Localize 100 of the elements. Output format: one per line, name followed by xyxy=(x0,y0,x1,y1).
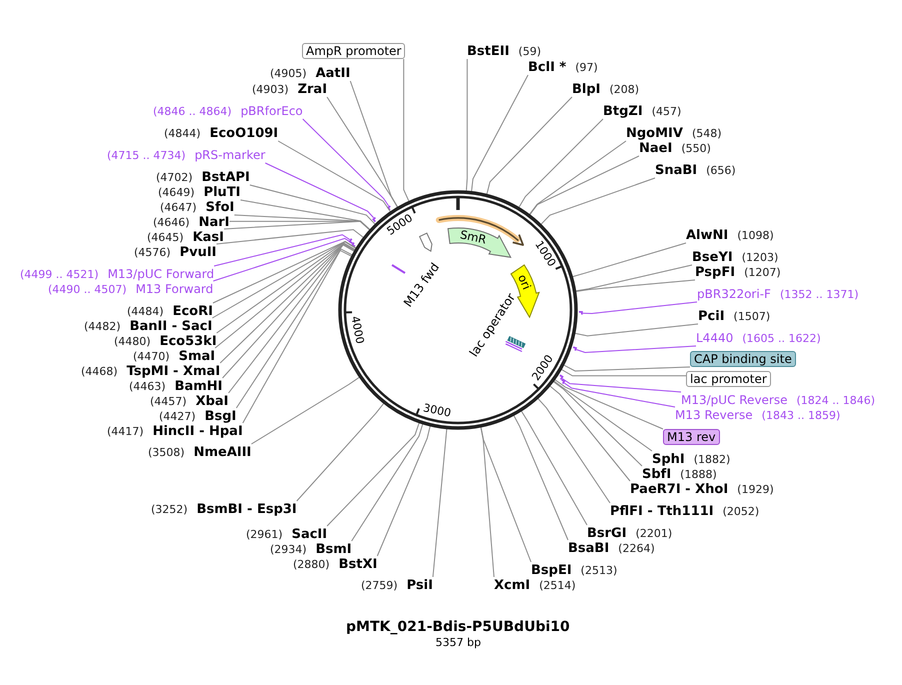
tick-mark-icon xyxy=(559,374,564,380)
site-coordinates: (4499 .. 4521) xyxy=(20,268,99,281)
feature-name: ori xyxy=(514,272,534,292)
enzyme-name: PluTI xyxy=(204,185,241,200)
site-coordinates: (4427) xyxy=(159,410,196,423)
enzyme-name: PsiI xyxy=(406,578,433,593)
leader-line xyxy=(296,403,384,502)
leader-line xyxy=(576,280,696,292)
leader-line xyxy=(564,364,690,372)
enzyme-name: PaeR7I - XhoI xyxy=(630,482,728,497)
leader-line xyxy=(278,140,391,212)
enzyme-name: BtgZI xyxy=(603,104,643,119)
leader-line xyxy=(576,346,696,354)
leader-line xyxy=(513,415,568,540)
site-coordinates: (1203) xyxy=(742,251,778,264)
site-coordinates: (1888) xyxy=(680,468,717,481)
leader-line xyxy=(250,376,360,444)
tick-mark-icon xyxy=(352,242,356,248)
enzyme-name: PciI xyxy=(698,309,725,324)
enzyme-name: SacII xyxy=(292,527,328,542)
site-coordinates: (4647) xyxy=(160,201,197,214)
enzyme-name: NgoMIV xyxy=(626,126,683,141)
leader-line xyxy=(554,379,664,430)
leader-line xyxy=(216,229,364,244)
leader-line xyxy=(466,58,468,192)
leader-line xyxy=(550,386,630,482)
site-coordinates: (1882) xyxy=(694,453,730,466)
leader-line xyxy=(574,324,698,336)
leader-line xyxy=(540,178,656,225)
leader-line xyxy=(521,410,588,526)
site-coordinates: (656) xyxy=(706,164,736,177)
primer-name: M13/pUC Reverse xyxy=(681,393,788,407)
leader-line xyxy=(572,242,686,278)
enzyme-name: BclI * xyxy=(528,60,566,75)
enzyme-name: BstAPI xyxy=(202,170,250,185)
enzyme-name: ZraI xyxy=(298,82,328,97)
primer-name: M13/pUC Forward xyxy=(108,267,214,281)
tick-mark-icon xyxy=(387,205,391,211)
site-coordinates: (4490 .. 4507) xyxy=(48,283,127,296)
site-coordinates: (208) xyxy=(610,83,640,96)
site-coordinates: (59) xyxy=(518,45,542,58)
site-coordinates: (3508) xyxy=(148,446,185,459)
enzyme-name: NmeAIII xyxy=(194,445,252,460)
enzyme-name: AatII xyxy=(316,66,350,81)
enzyme-name: SfoI xyxy=(206,200,234,215)
site-coordinates: (3252) xyxy=(151,503,188,516)
enzyme-name: BamHI xyxy=(174,379,223,394)
leader-line xyxy=(582,302,698,314)
enzyme-name: PflFI - Tth111I xyxy=(610,504,714,519)
leader-line xyxy=(249,184,376,225)
enzyme-name: NarI xyxy=(198,215,230,230)
leader-line xyxy=(538,398,610,504)
site-coordinates: (4463) xyxy=(129,380,166,393)
enzyme-name: NaeI xyxy=(639,141,672,156)
enzyme-name: EcoO109I xyxy=(210,126,278,141)
tick-mark-icon xyxy=(572,346,577,351)
site-coordinates: (4470) xyxy=(133,350,170,363)
site-coordinates: (2052) xyxy=(722,505,760,518)
leader-line xyxy=(326,96,398,208)
site-coordinates: (2513) xyxy=(580,564,618,577)
site-coordinates: (4645) xyxy=(147,231,184,244)
map-title: pMTK_021-Bdis-P5UBdUbi10 xyxy=(346,619,570,635)
leader-line xyxy=(234,214,370,230)
leader-line xyxy=(564,382,676,408)
enzyme-name: TspMI - XmaI xyxy=(126,364,220,379)
enzyme-name: BstXI xyxy=(338,557,378,572)
enzyme-name: BstEII xyxy=(467,44,510,59)
enzyme-name: BsrGI xyxy=(587,526,627,541)
site-coordinates: (1843 .. 1859) xyxy=(762,409,840,422)
map-caption: 5357 bp xyxy=(436,636,481,649)
enzyme-name: SphI xyxy=(652,452,685,467)
site-coordinates: (550) xyxy=(681,142,711,155)
enzyme-name: BsaBI xyxy=(568,541,610,556)
leader-line xyxy=(326,422,420,526)
enzyme-name: PspFI xyxy=(695,265,736,280)
site-coordinates: (4905) xyxy=(270,67,307,80)
leader-line xyxy=(432,428,448,578)
site-coordinates: (4468) xyxy=(81,365,118,378)
enzyme-name: BspEI xyxy=(531,563,572,578)
site-coordinates: (2759) xyxy=(361,579,398,592)
leader-line xyxy=(216,241,356,334)
site-coordinates: (457) xyxy=(652,105,682,118)
leader-line xyxy=(350,80,398,208)
enzyme-name: Eco53kI xyxy=(160,334,217,349)
leader-line xyxy=(561,369,686,376)
tick-mark-icon xyxy=(578,311,583,315)
site-coordinates: (2514) xyxy=(539,579,576,592)
site-coordinates: (4457) xyxy=(150,395,187,408)
primer-name: pRS-marker xyxy=(194,148,266,162)
enzyme-name: BsmI xyxy=(316,542,352,557)
enzyme-name: PvuII xyxy=(180,245,217,260)
enzyme-name: SbfI xyxy=(642,467,672,482)
enzyme-name: BlpI xyxy=(572,82,601,97)
scale-number: 4000 xyxy=(347,314,367,346)
scale-number: 3000 xyxy=(422,401,452,421)
leader-line xyxy=(240,200,370,230)
leader-line xyxy=(302,118,390,206)
site-coordinates: (1929) xyxy=(737,483,774,496)
site-coordinates: (2934) xyxy=(270,543,307,556)
site-coordinates: (4417) xyxy=(107,425,144,438)
